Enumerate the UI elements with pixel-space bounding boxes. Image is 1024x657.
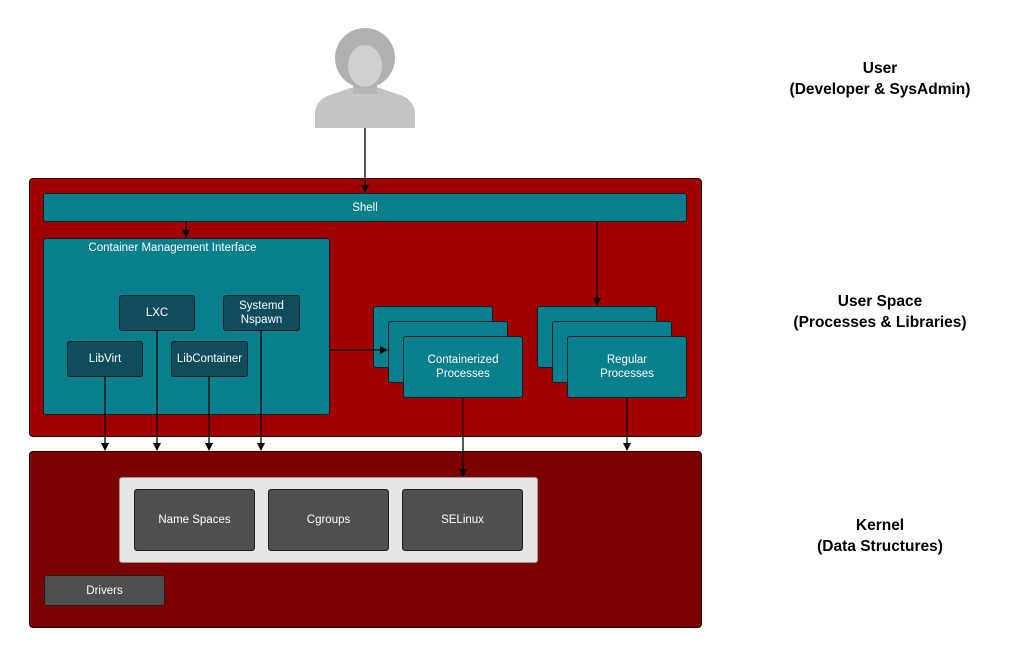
libcontainer-box: LibContainer <box>171 341 248 377</box>
kernel-layer-label: Kernel (Data Structures) <box>780 515 980 557</box>
user-icon <box>315 28 415 128</box>
kernel-layer-title: Kernel <box>855 517 905 534</box>
kernel-layer-subtitle: (Data Structures) <box>817 538 943 555</box>
containerized-processes-box: Containerized Processes <box>403 336 523 398</box>
libvirt-box: LibVirt <box>67 341 143 377</box>
cgroups-box: Cgroups <box>268 489 389 551</box>
drivers-box: Drivers <box>44 575 165 606</box>
regular-processes-box: Regular Processes <box>567 336 687 398</box>
cmi-title: Container Management Interface <box>88 242 257 254</box>
lxc-box: LXC <box>119 295 195 331</box>
user-layer-subtitle: (Developer & SysAdmin) <box>789 81 971 98</box>
user-space-layer-title: User Space <box>837 293 923 310</box>
user-layer-label: User (Developer & SysAdmin) <box>780 58 980 100</box>
systemd-nspawn-box: Systemd Nspawn <box>223 295 300 331</box>
user-layer-title: User <box>862 60 898 77</box>
user-space-layer-label: User Space (Processes & Libraries) <box>780 291 980 333</box>
selinux-box: SELinux <box>402 489 523 551</box>
user-space-layer-subtitle: (Processes & Libraries) <box>793 314 967 331</box>
shell-bar: Shell <box>43 193 687 222</box>
namespaces-box: Name Spaces <box>134 489 255 551</box>
